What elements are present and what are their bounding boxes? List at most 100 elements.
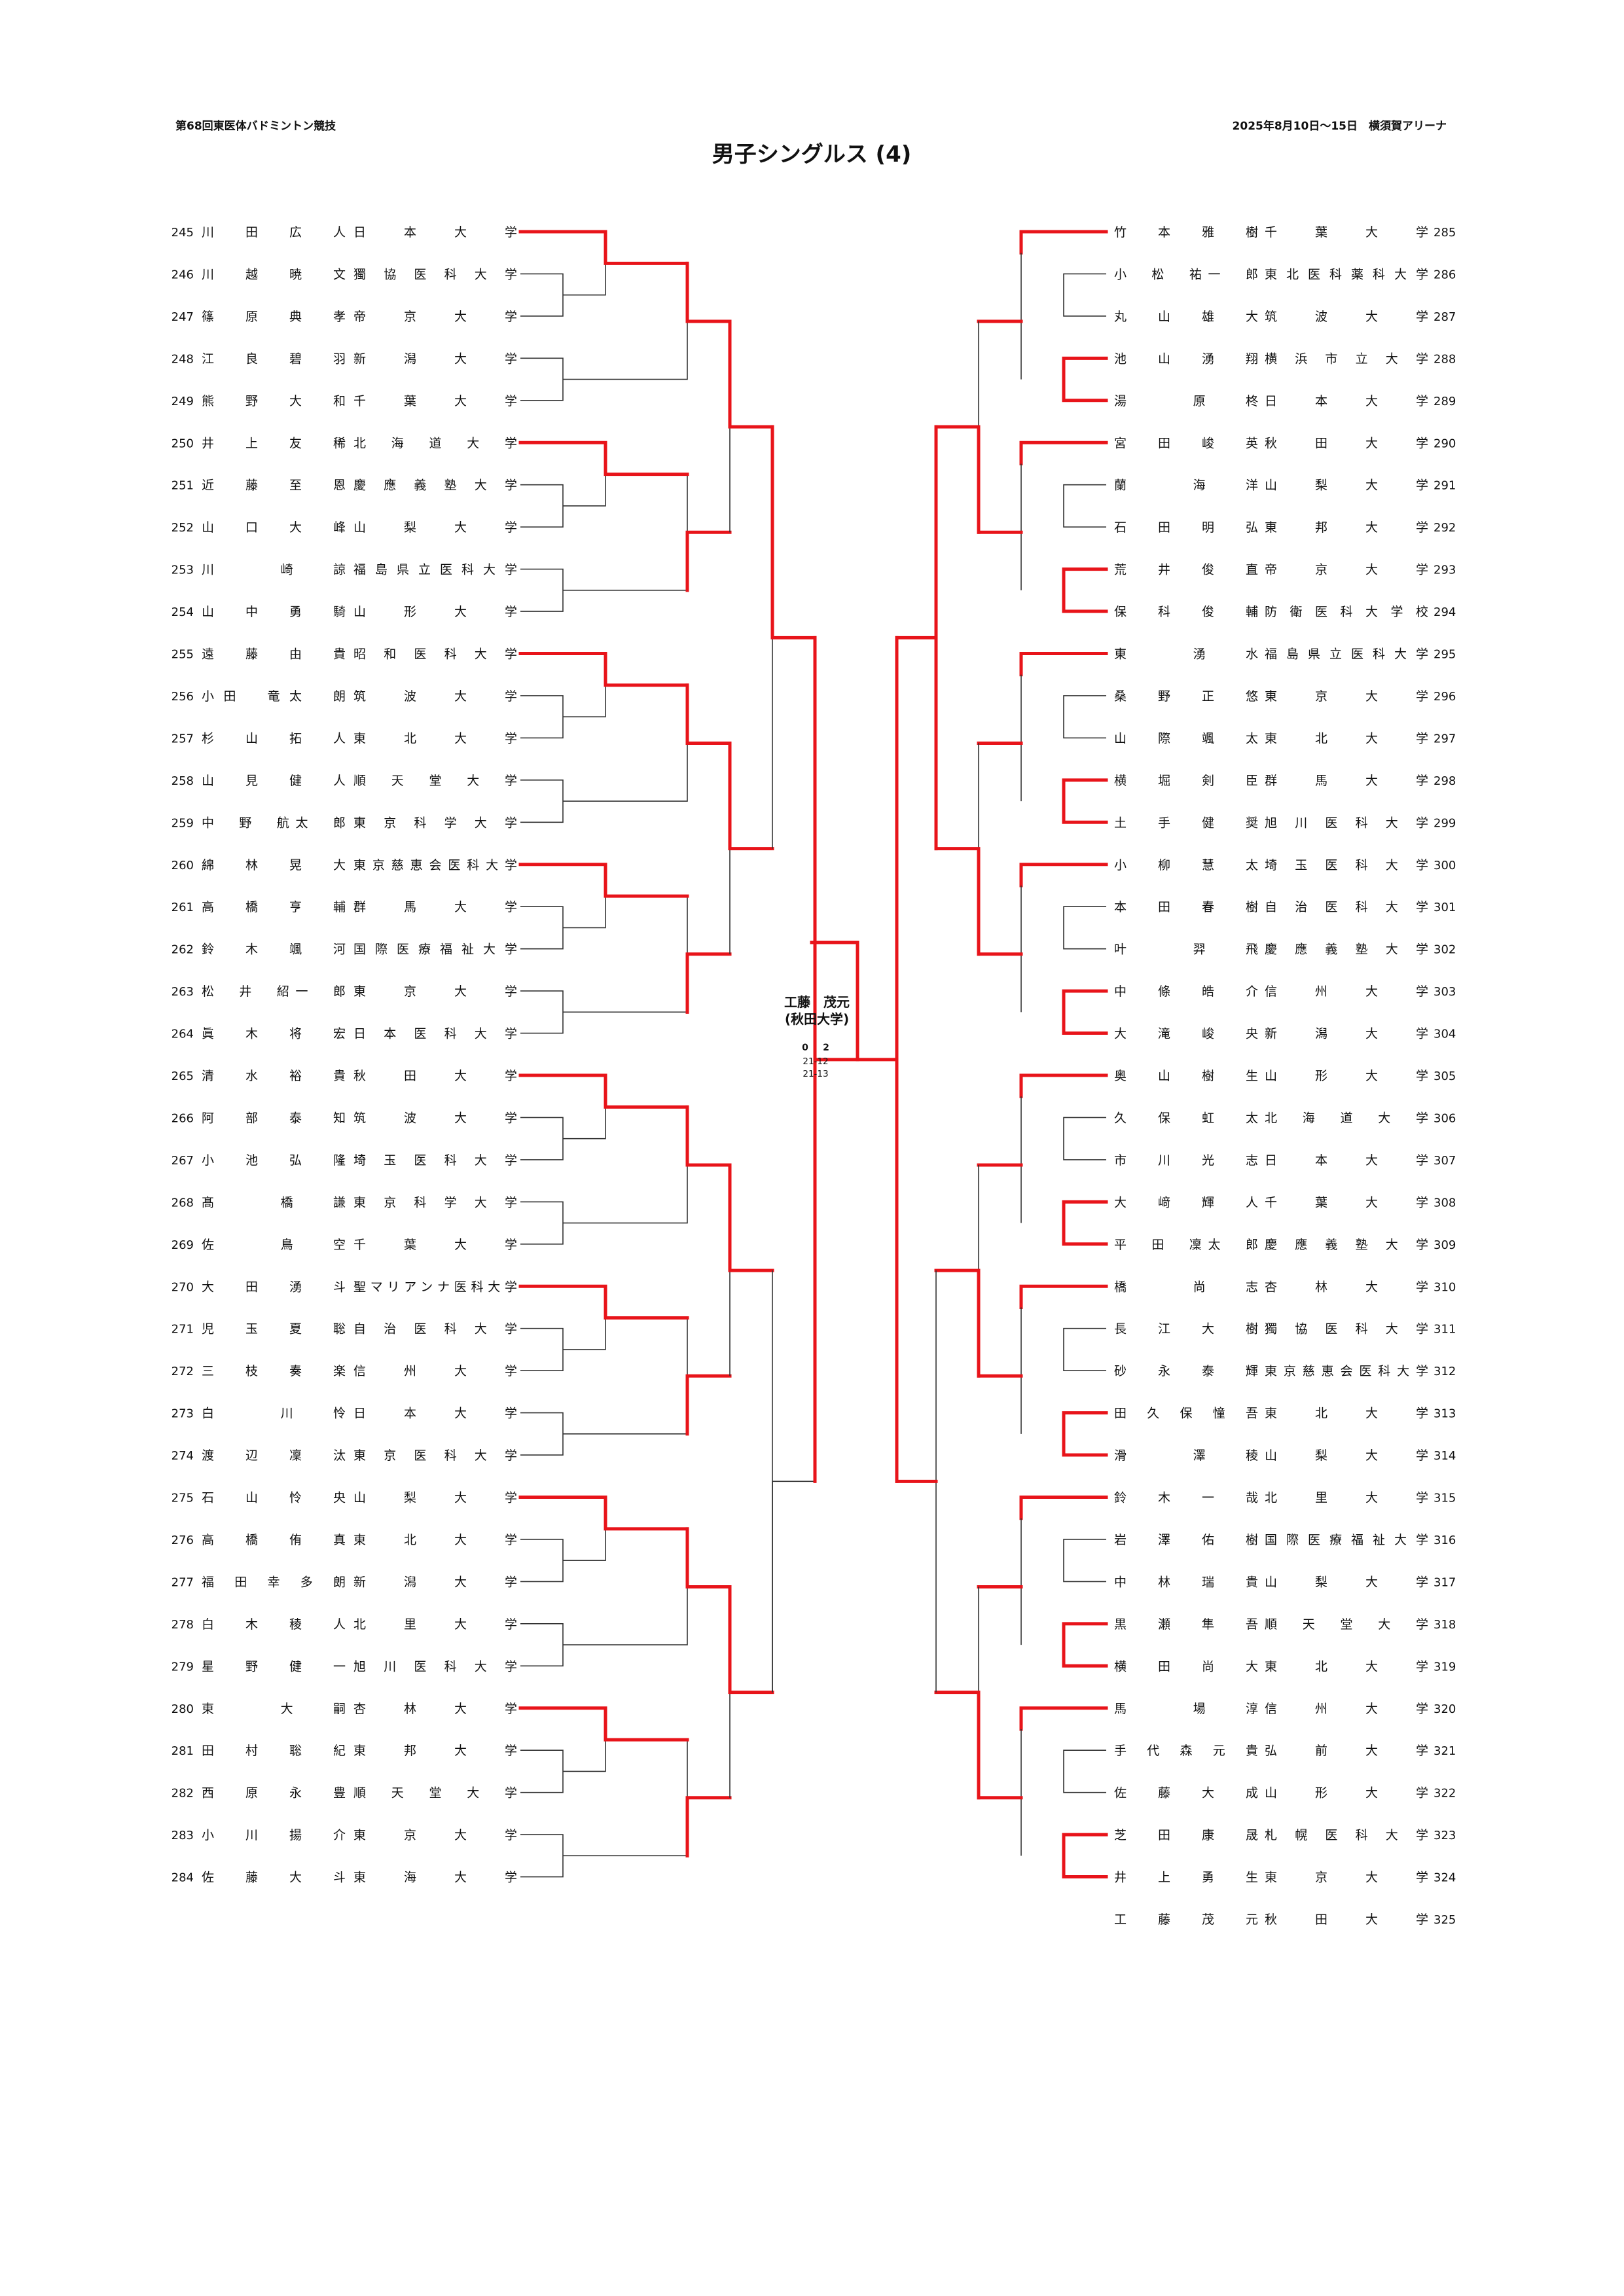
player-university: 千 葉 大 学 — [1265, 225, 1428, 240]
player-number: 253 — [171, 564, 194, 577]
player-name: 遠 藤 由 貴 — [202, 647, 346, 662]
winner-path — [685, 1796, 732, 1857]
match-line — [1063, 273, 1106, 317]
match-line — [520, 906, 564, 950]
player-name: 眞 木 将 宏 — [202, 1027, 346, 1041]
match-line — [520, 1749, 564, 1793]
match-line — [520, 1539, 564, 1583]
player-name: 黒 瀬 隼 吾 — [1114, 1617, 1258, 1632]
match-line — [1063, 484, 1106, 528]
player-number: 296 — [1434, 690, 1456, 704]
match-line — [520, 1623, 564, 1667]
player-number: 307 — [1434, 1154, 1456, 1168]
player-number: 308 — [1434, 1196, 1456, 1210]
player-number: 298 — [1434, 774, 1456, 788]
player-university: 日 本 大 学 — [1265, 1153, 1428, 1168]
player-number: 302 — [1434, 943, 1456, 957]
player-university: 筑 波 大 学 — [353, 1111, 517, 1125]
winner-path — [518, 1073, 689, 1109]
player-name: 清 水 裕 貴 — [202, 1069, 346, 1083]
player-number: 287 — [1434, 310, 1456, 324]
player-name: 荒 井 俊 直 — [1114, 563, 1258, 577]
player-number: 254 — [171, 605, 194, 619]
player-university: 北 里 大 学 — [1265, 1491, 1428, 1505]
player-number: 267 — [171, 1154, 194, 1168]
player-number: 271 — [171, 1323, 194, 1336]
player-university: 帝 京 大 学 — [1265, 563, 1428, 577]
match-line — [1063, 1749, 1106, 1793]
player-university: 千 葉 大 学 — [1265, 1195, 1428, 1210]
player-name: 本 田 春 樹 — [1114, 900, 1258, 914]
player-name: 篠 原 典 孝 — [202, 310, 346, 324]
player-name: 山 見 健 人 — [202, 774, 346, 788]
player-name: 山 中 勇 騎 — [202, 605, 346, 619]
winner-path — [1019, 652, 1108, 677]
player-number: 311 — [1434, 1323, 1456, 1336]
player-university: 山 形 大 学 — [353, 605, 517, 619]
winner-path — [518, 440, 689, 476]
player-name: 白 木 稜 人 — [202, 1617, 346, 1632]
match-line — [520, 273, 564, 317]
player-name: 近 藤 至 恩 — [202, 478, 346, 493]
player-university: 東北医科薬科大学 — [1265, 267, 1428, 281]
player-name: 池 山 湧 翔 — [1114, 351, 1258, 366]
player-university: 日 本 大 学 — [353, 1407, 517, 1421]
player-name: 小 松 祐一 郎 — [1114, 267, 1258, 281]
match-line — [520, 1327, 564, 1371]
winner-path — [934, 1691, 981, 1800]
player-name: 蘭 海 洋 — [1114, 478, 1258, 493]
player-university: 東京科学大学 — [353, 816, 517, 830]
player-number: 294 — [1434, 605, 1456, 619]
player-name: 丸 山 雄 大 — [1114, 310, 1258, 324]
winner-path — [1062, 1200, 1108, 1246]
player-university: 東 北 大 学 — [353, 731, 517, 745]
player-number: 303 — [1434, 985, 1456, 999]
winner-path — [1019, 1496, 1108, 1520]
match-line — [520, 1412, 564, 1456]
player-name: 渡 辺 凜 汰 — [202, 1448, 346, 1463]
player-number: 247 — [171, 310, 194, 324]
player-university: 日本医科大学 — [353, 1027, 517, 1041]
winner-path — [685, 1105, 732, 1167]
winner-path — [1062, 567, 1108, 613]
winner-path — [1062, 1833, 1108, 1879]
player-number: 277 — [171, 1575, 194, 1589]
player-name: 鈴 木 一 哉 — [1114, 1491, 1258, 1505]
player-name: 大 﨑 輝 人 — [1114, 1195, 1258, 1210]
player-name: 佐 藤 大 斗 — [202, 1871, 346, 1885]
player-name: 中 條 皓 介 — [1114, 984, 1258, 999]
player-name: 小 池 弘 隆 — [202, 1153, 346, 1168]
player-university: 信 州 大 学 — [1265, 984, 1428, 999]
winner-path — [1019, 440, 1108, 465]
player-number: 324 — [1434, 1871, 1456, 1885]
player-university: 東 北 大 学 — [353, 1533, 517, 1547]
player-number: 269 — [171, 1238, 194, 1252]
match-line — [520, 568, 564, 612]
match-line — [520, 1117, 564, 1160]
player-university: 千 葉 大 学 — [353, 1238, 517, 1252]
match-line — [1063, 1117, 1106, 1160]
player-number: 256 — [171, 690, 194, 704]
winner-path — [685, 261, 732, 323]
player-number: 313 — [1434, 1407, 1456, 1421]
player-number: 246 — [171, 268, 194, 281]
match-line — [520, 695, 564, 739]
player-university: 杏 林 大 学 — [353, 1702, 517, 1716]
player-name: 岩 澤 佑 樹 — [1114, 1533, 1258, 1547]
player-number: 259 — [171, 816, 194, 830]
player-university: 帝 京 大 学 — [353, 310, 517, 324]
final-game-score: 21-13 — [803, 1069, 828, 1079]
player-number: 261 — [171, 901, 194, 914]
match-line — [520, 780, 564, 823]
match-line — [1063, 695, 1106, 739]
player-name: 白 川 怜 — [202, 1407, 346, 1421]
player-number: 309 — [1434, 1238, 1456, 1252]
winner-path — [685, 1527, 732, 1588]
player-number: 275 — [171, 1492, 194, 1505]
final-score-left: 0 — [802, 1043, 808, 1053]
player-number: 262 — [171, 943, 194, 957]
player-number: 295 — [1434, 648, 1456, 662]
player-university: 札幌医科大学 — [1265, 1828, 1428, 1842]
